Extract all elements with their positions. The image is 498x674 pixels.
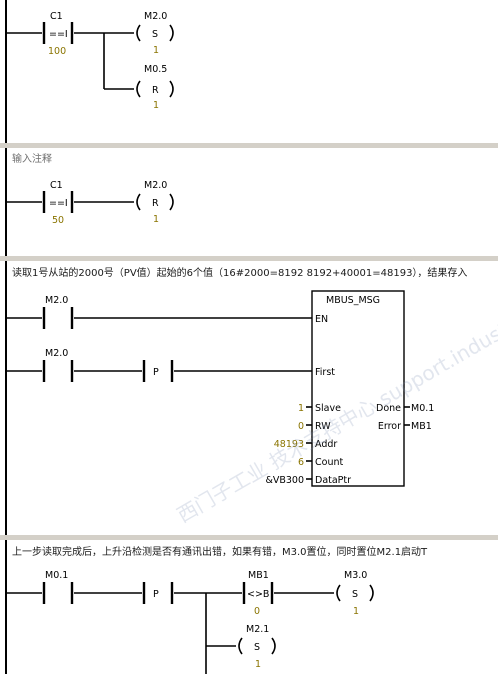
compare-operator: <>B xyxy=(247,589,269,600)
network-4: 上一步读取完成后，上升沿检测是否有通讯出错，如果有错，M3.0置位，同时置位M2… xyxy=(6,545,428,674)
pin-slave: Slave xyxy=(315,403,341,414)
contact-address: C1 xyxy=(50,11,63,22)
network-2: 输入注释 C1 ==I 50 M2.0 R 1 xyxy=(6,152,174,226)
pin-dataptr: DataPtr xyxy=(315,475,351,486)
contact-address: MB1 xyxy=(248,570,269,581)
set-coil[interactable]: M2.1 S 1 xyxy=(238,624,276,670)
network-comment[interactable]: 上一步读取完成后，上升沿检测是否有通讯出错，如果有错，M3.0置位，同时置位M2… xyxy=(12,545,428,558)
compare-contact[interactable]: C1 ==I 100 xyxy=(42,11,74,57)
pin-en: EN xyxy=(315,314,328,325)
network-separator xyxy=(0,535,498,540)
compare-value: 0 xyxy=(254,606,260,617)
compare-value: 50 xyxy=(52,215,64,226)
coil-count: 1 xyxy=(153,214,159,225)
pin-slave-value: 1 xyxy=(298,403,304,414)
coil-type: R xyxy=(152,85,159,96)
contact-address: M2.0 xyxy=(45,348,68,359)
coil-count: 1 xyxy=(255,659,261,670)
pin-count: Count xyxy=(315,457,343,468)
compare-operator: ==I xyxy=(49,29,68,40)
coil-count: 1 xyxy=(353,606,359,617)
contact-address: M0.1 xyxy=(45,570,68,581)
coil-address: M2.0 xyxy=(144,11,167,22)
coil-address: M2.1 xyxy=(246,624,269,635)
no-contact[interactable]: M2.0 xyxy=(42,348,74,382)
coil-type: S xyxy=(152,29,158,40)
coil-address: M3.0 xyxy=(344,570,367,581)
coil-count: 1 xyxy=(153,45,159,56)
edge-label: P xyxy=(153,367,159,378)
pin-error-value: MB1 xyxy=(411,421,432,432)
pin-done: Done xyxy=(376,403,401,414)
compare-contact[interactable]: C1 ==I 50 xyxy=(42,180,74,226)
coil-type: R xyxy=(152,198,159,209)
pin-first: First xyxy=(315,367,335,378)
coil-address: M0.5 xyxy=(144,64,167,75)
reset-coil[interactable]: M0.5 R 1 xyxy=(136,64,174,111)
no-contact[interactable]: M0.1 xyxy=(42,570,74,604)
set-coil[interactable]: M2.0 S 1 xyxy=(136,11,174,56)
pin-addr-value: 48193 xyxy=(274,439,304,450)
contact-address: M2.0 xyxy=(45,295,68,306)
coil-address: M2.0 xyxy=(144,180,167,191)
reset-coil[interactable]: M2.0 R 1 xyxy=(136,180,174,225)
edge-label: P xyxy=(153,589,159,600)
coil-type: S xyxy=(254,642,260,653)
network-3: 读取1号从站的2000号（PV值）起始的6个值（16#2000=8192 819… xyxy=(6,266,467,487)
network-separator xyxy=(0,143,498,148)
pin-dataptr-value: &VB300 xyxy=(265,475,304,486)
block-title: MBUS_MSG xyxy=(326,295,380,306)
network-comment[interactable]: 读取1号从站的2000号（PV值）起始的6个值（16#2000=8192 819… xyxy=(12,266,467,279)
compare-operator: ==I xyxy=(49,198,68,209)
set-coil[interactable]: M3.0 S 1 xyxy=(336,570,374,617)
pin-rw: RW xyxy=(315,421,331,432)
network-separator xyxy=(0,256,498,261)
contact-address: C1 xyxy=(50,180,63,191)
pin-addr: Addr xyxy=(315,439,337,450)
mbus-msg-block[interactable]: MBUS_MSG EN First Slave 1 RW 0 Addr 4819… xyxy=(265,290,434,487)
network-comment[interactable]: 输入注释 xyxy=(12,152,52,165)
positive-edge-contact[interactable]: P xyxy=(142,360,174,382)
coil-count: 1 xyxy=(153,100,159,111)
compare-value: 100 xyxy=(48,46,66,57)
pin-error: Error xyxy=(378,421,401,432)
no-contact[interactable]: M2.0 xyxy=(42,295,74,329)
network-1: C1 ==I 100 M2.0 S 1 M0.5 R 1 xyxy=(6,11,174,111)
compare-contact[interactable]: MB1 <>B 0 xyxy=(242,570,274,617)
pin-rw-value: 0 xyxy=(298,421,304,432)
pin-done-value: M0.1 xyxy=(411,403,434,414)
coil-type: S xyxy=(352,589,358,600)
pin-count-value: 6 xyxy=(298,457,304,468)
positive-edge-contact[interactable]: P xyxy=(142,582,174,604)
